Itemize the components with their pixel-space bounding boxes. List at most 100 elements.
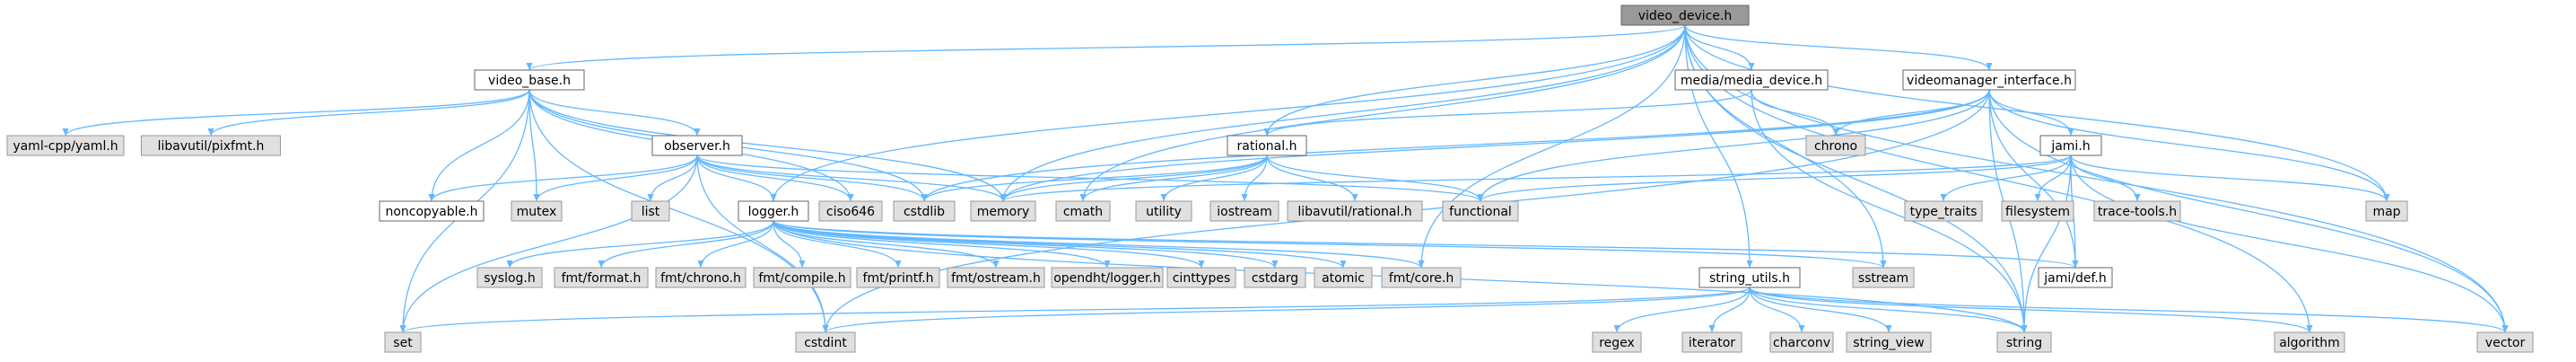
edge-jami_h-to-memory (1000, 155, 2072, 202)
node-box (1681, 331, 1742, 353)
edge-rational_h-to-cstdlib (921, 155, 1268, 202)
edge-videomanager_interface_h-to-jami_h (1988, 89, 2074, 137)
node-mutex: mutex (511, 200, 563, 222)
node-box (1805, 135, 1866, 156)
edge-rational_h-to-cmath (1079, 155, 1268, 202)
node-box (1674, 69, 1829, 91)
node-box (554, 267, 649, 288)
edge-logger_h-to-fmt_printf (773, 220, 902, 269)
edge-rational_h-to-functional (1266, 155, 1484, 202)
node-cmath: cmath (1055, 200, 1111, 222)
node-box (2274, 331, 2345, 353)
node-label: rational.h (1237, 139, 1297, 154)
edge-string_utils_h-to-vector (1749, 287, 2509, 333)
node-functional: functional (1442, 200, 1519, 222)
edge-logger_h-to-jami_def (773, 220, 2079, 269)
node-label: fmt/ostream.h (951, 271, 1041, 286)
edge-observer_h-to-logger_h (696, 155, 777, 202)
node-chrono: chrono (1805, 135, 1866, 156)
node-observer-h[interactable]: observer.h (651, 135, 743, 156)
node-box (1209, 200, 1279, 222)
edge-logger_h-to-syslog (506, 220, 774, 269)
node-cinttypes: cinttypes (1166, 267, 1236, 288)
node-box (1051, 267, 1164, 288)
node-trace-tools: trace-tools.h (2093, 200, 2181, 222)
node-box (474, 69, 585, 91)
node-label: type_traits (1910, 205, 1978, 219)
node-label: cstdlib (904, 205, 945, 219)
node-filesystem: filesystem (2001, 200, 2074, 222)
node-box (1442, 200, 1519, 222)
edge-string_utils_h-to-iterator (1708, 287, 1751, 333)
node-box (6, 135, 125, 156)
edge-logger_h-to-sstream (773, 220, 1887, 269)
node-label: mutex (517, 205, 557, 219)
node-label: algorithm (2279, 336, 2340, 350)
edge-logger_h-to-fmt_format (598, 220, 774, 269)
node-jami-h[interactable]: jami.h (2039, 135, 2102, 156)
node-logger-h[interactable]: logger.h (738, 200, 809, 222)
edge-video_device_h-to-fmt_core (1418, 24, 1686, 269)
node-label: iostream (1217, 205, 1272, 219)
node-box (655, 267, 747, 288)
edge-rational_h-to-utility (1160, 155, 1268, 202)
edge-observer_h-to-noncopyable_h (428, 155, 698, 202)
node-noncopyable-h[interactable]: noncopyable.h (379, 200, 485, 222)
edge-observer_h-to-ciso646 (696, 155, 854, 202)
node-box (1852, 267, 1915, 288)
edge-string_utils_h-to-set (399, 287, 1751, 333)
node-label: iterator (1689, 336, 1735, 350)
edge-jami_h-to-string (2021, 155, 2072, 333)
node-label: cinttypes (1173, 271, 1231, 286)
edge-video_device_h-to-map (1684, 24, 2390, 202)
node-video-base-h[interactable]: video_base.h (474, 69, 585, 91)
node-rational-h[interactable]: rational.h (1227, 135, 1307, 156)
node-opendht-logger: opendht/logger.h (1051, 267, 1164, 288)
edge-video_device_h-to-rational_h (1263, 24, 1686, 137)
edge-observer_h-to-list (647, 155, 698, 202)
node-box (2476, 331, 2534, 353)
edge-string_utils_h-to-regex (1613, 287, 1751, 333)
node-label: cmath (1063, 205, 1103, 219)
node-box (1904, 200, 1983, 222)
edge-rational_h-to-libavutil_rational (1266, 155, 1358, 202)
node-label: sstream (1858, 271, 1908, 286)
node-libavutil-pixfmt: libavutil/pixfmt.h (141, 135, 281, 156)
edge-video_base_h-to-mutex (528, 89, 540, 202)
node-label: fmt/compile.h (758, 271, 845, 286)
node-jami-def[interactable]: jami/def.h (2038, 267, 2113, 288)
node-label: media/media_device.h (1681, 74, 1822, 88)
node-string-utils-h[interactable]: string_utils.h (1698, 267, 1801, 288)
node-label: fmt/core.h (1389, 271, 1454, 286)
edge-jami_h-to-vector (2070, 155, 2509, 333)
node-media-media-device-h[interactable]: media/media_device.h (1674, 69, 1829, 91)
node-string: string (1996, 331, 2052, 353)
node-box (384, 331, 422, 353)
node-box (795, 331, 856, 353)
node-label: opendht/logger.h (1053, 271, 1161, 286)
node-sstream: sstream (1852, 267, 1915, 288)
node-box (1769, 331, 1834, 353)
edge-observer_h-to-mutex (533, 155, 698, 202)
node-label: filesystem (2005, 205, 2070, 219)
node-label: jami.h (2050, 139, 2090, 154)
node-box (1698, 267, 1801, 288)
node-label: fmt/printf.h (863, 271, 934, 286)
node-ciso646: ciso646 (818, 200, 883, 222)
edge-observer_h-to-memory (696, 155, 1007, 202)
edge-media_media_device_h-to-chrono (1751, 89, 1839, 137)
node-label: video_base.h (488, 74, 571, 88)
node-iostream: iostream (1209, 200, 1279, 222)
edge-video_device_h-to-video_base_h (526, 24, 1686, 71)
node-cstdarg: cstdarg (1244, 267, 1306, 288)
node-videomanager-interface-h[interactable]: videomanager_interface.h (1902, 69, 2076, 91)
node-box (1846, 331, 1932, 353)
node-set: set (384, 331, 422, 353)
edge-media_media_device_h-to-rational_h (1263, 89, 1752, 137)
node-yaml-cpp: yaml-cpp/yaml.h (6, 135, 125, 156)
node-box (1166, 267, 1236, 288)
node-iterator: iterator (1681, 331, 1742, 353)
edge-video_device_h-to-string_utils_h (1684, 24, 1753, 269)
node-box (1381, 267, 1462, 288)
node-label: string (2006, 336, 2042, 350)
